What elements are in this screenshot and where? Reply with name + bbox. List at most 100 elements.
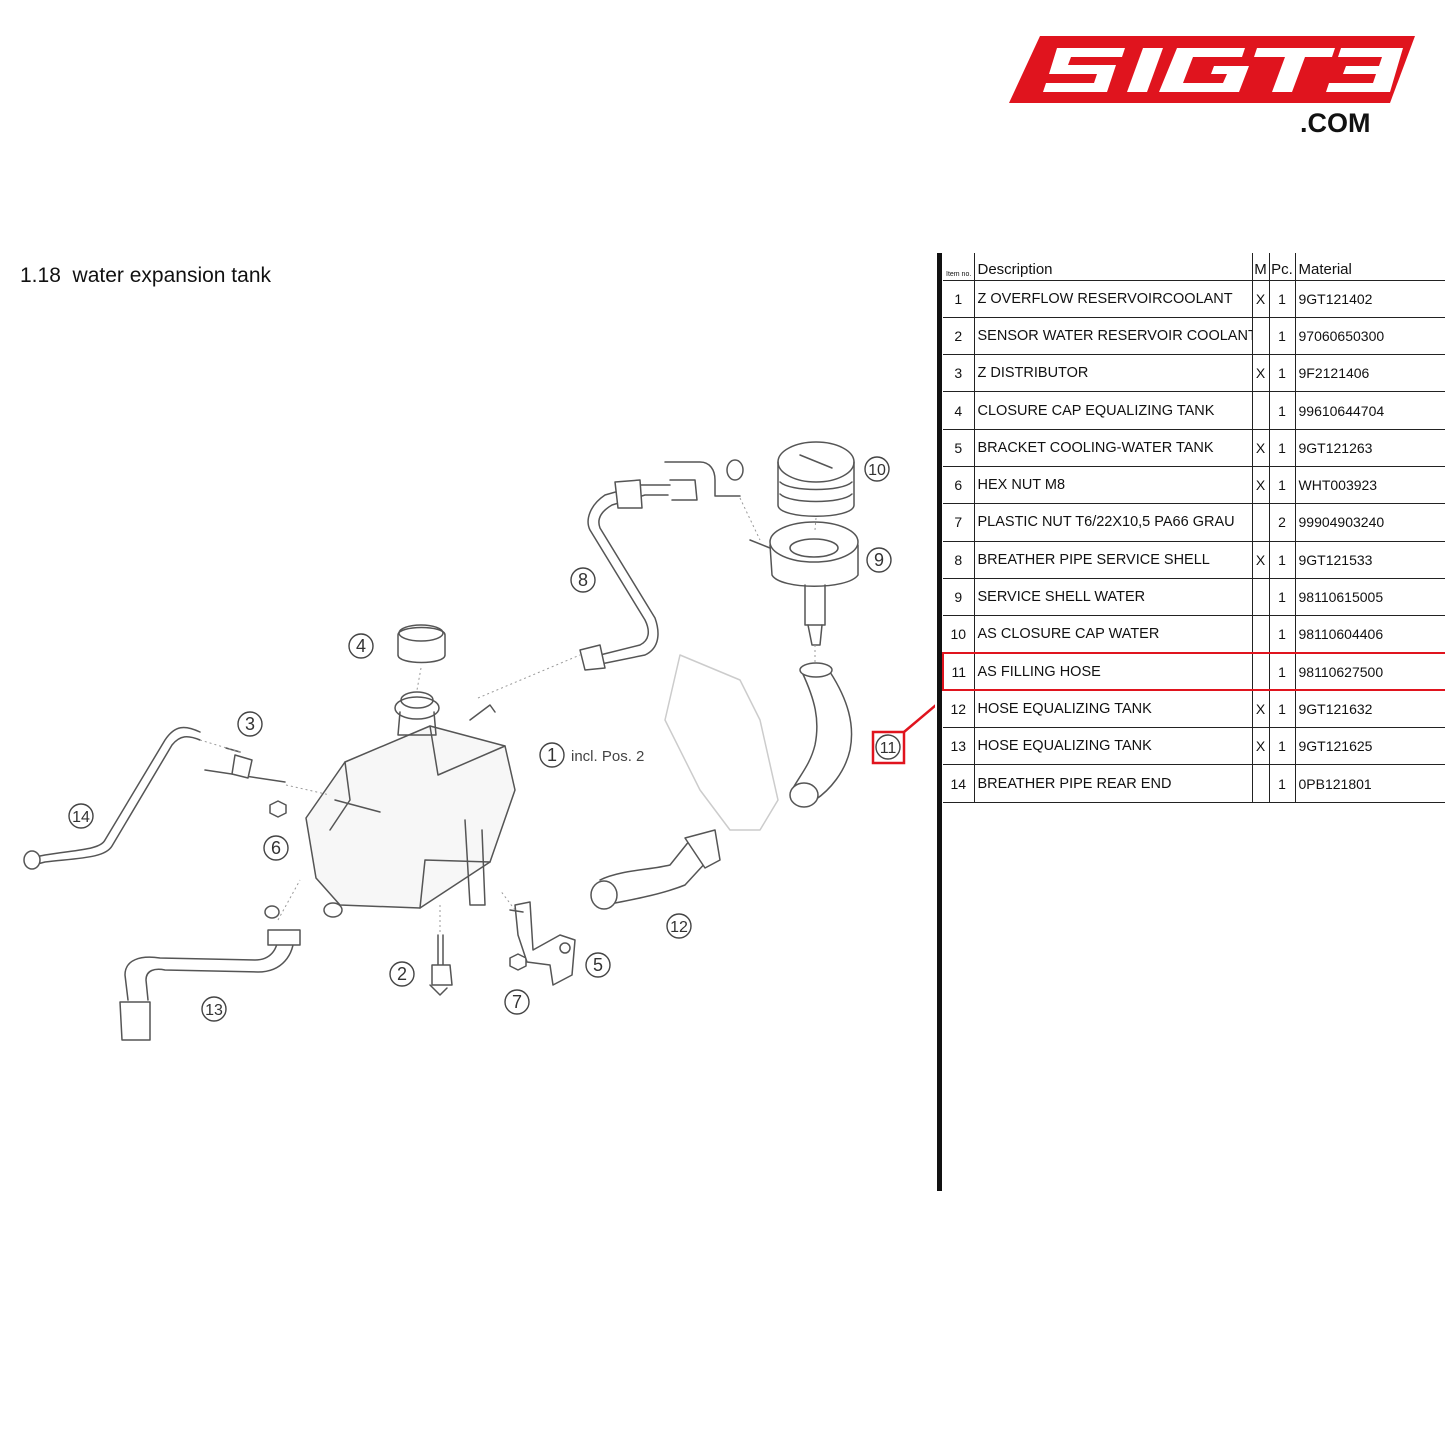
- cell-description: AS FILLING HOSE: [973, 651, 1252, 692]
- cell-m: X: [1251, 541, 1269, 579]
- cell-material: 99904903240: [1294, 503, 1445, 542]
- logo-domain-suffix: .COM: [1300, 108, 1371, 138]
- callout-8: 8: [578, 570, 588, 590]
- cell-item: 12: [943, 690, 974, 729]
- cell-description: SENSOR WATER RESERVOIR COOLANT: [973, 317, 1252, 356]
- section-number: 1.18: [20, 264, 61, 287]
- cell-material: 9GT121263: [1294, 429, 1445, 467]
- cell-pc: 1: [1268, 727, 1295, 766]
- bracket-drawing: [509, 901, 576, 986]
- table-header-row: Item no. Description M Pc. Material: [943, 253, 1445, 281]
- exploded-parts-diagram: 1 2 3 4 5 6 7 8 9 10 11 12 13 14 incl. P…: [23, 441, 935, 1041]
- cell-description: BREATHER PIPE SERVICE SHELL: [973, 541, 1252, 579]
- cell-description: SERVICE SHELL WATER: [973, 578, 1252, 617]
- cell-material: 0PB121801: [1294, 764, 1445, 803]
- cell-item: 14: [943, 764, 974, 803]
- cell-description: AS CLOSURE CAP WATER: [973, 615, 1252, 654]
- cell-description: CLOSURE CAP EQUALIZING TANK: [973, 391, 1252, 430]
- cell-pc: 1: [1268, 615, 1295, 654]
- nut-drawing: [269, 800, 287, 818]
- cell-pc: 1: [1268, 391, 1295, 430]
- cell-pc: 1: [1268, 690, 1295, 729]
- cell-m: X: [1251, 690, 1269, 729]
- cell-description: BREATHER PIPE REAR END: [973, 764, 1252, 803]
- callout-1-note: incl. Pos. 2: [571, 748, 644, 765]
- callout-1: 1: [547, 745, 557, 765]
- cell-description: HOSE EQUALIZING TANK: [973, 727, 1252, 766]
- cell-m: [1251, 391, 1269, 430]
- cell-material: 98110615005: [1294, 578, 1445, 617]
- cell-item: 13: [943, 727, 974, 766]
- cell-item: 3: [943, 354, 974, 393]
- cell-m: [1251, 764, 1269, 803]
- cell-description: HEX NUT M8: [973, 466, 1252, 505]
- cell-pc: 1: [1268, 764, 1295, 803]
- cell-pc: 1: [1268, 317, 1295, 356]
- cell-material: 9F2121406: [1294, 354, 1445, 393]
- cell-m: [1251, 578, 1269, 617]
- highlight-connector-line: [903, 704, 935, 733]
- cell-material: 98110627500: [1294, 651, 1445, 692]
- closure-cap-drawing: [777, 441, 855, 517]
- header-description: Description: [973, 253, 1252, 281]
- cell-pc: 1: [1268, 541, 1295, 579]
- cell-item: 8: [943, 541, 974, 579]
- cell-description: PLASTIC NUT T6/22X10,5 PA66 GRAU: [973, 503, 1252, 542]
- cell-item: 4: [943, 391, 974, 430]
- cell-material: 97060650300: [1294, 317, 1445, 356]
- section-name: water expansion tank: [72, 264, 272, 287]
- cell-item: 9: [943, 578, 974, 617]
- callout-5: 5: [593, 955, 603, 975]
- cell-description: BRACKET COOLING-WATER TANK: [973, 429, 1252, 467]
- cell-item: 7: [943, 503, 974, 542]
- cell-item: 6: [943, 466, 974, 505]
- breather-pipe-service-drawing: [579, 459, 744, 671]
- brand-logo: [1009, 36, 1415, 103]
- cell-m: [1251, 615, 1269, 654]
- distributor-drawing: [204, 747, 286, 783]
- callout-11: 11: [880, 740, 897, 757]
- cell-m: X: [1251, 727, 1269, 766]
- cell-material: 98110604406: [1294, 615, 1445, 654]
- breather-pipe-rear-drawing: [23, 726, 201, 870]
- cap-drawing: [397, 624, 446, 664]
- service-shell-drawing: [749, 521, 859, 646]
- table-left-rule: [937, 253, 942, 1191]
- cell-item: 2: [943, 317, 974, 356]
- cell-m: [1251, 503, 1269, 542]
- callout-7: 7: [512, 992, 522, 1012]
- reservoir-tank-drawing: [305, 691, 516, 918]
- callout-9: 9: [874, 550, 884, 570]
- cell-pc: 2: [1268, 503, 1295, 542]
- parts-table: Item no. Description M Pc. Material 1 Z O…: [942, 253, 1445, 803]
- callout-4: 4: [356, 636, 366, 656]
- callout-13: 13: [205, 1002, 223, 1019]
- cell-description: HOSE EQUALIZING TANK: [973, 690, 1252, 729]
- callout-10: 10: [868, 462, 886, 479]
- cell-pc: 1: [1268, 429, 1295, 467]
- hose-equalizing-12-drawing: [590, 829, 721, 910]
- cell-m: [1251, 317, 1269, 356]
- cell-description: Z OVERFLOW RESERVOIRCOOLANT: [973, 280, 1252, 318]
- filling-hose-drawing: [789, 662, 853, 808]
- callout-14: 14: [72, 809, 90, 826]
- cell-description: Z DISTRIBUTOR: [973, 354, 1252, 393]
- header-m: M: [1251, 253, 1269, 281]
- cell-m: X: [1251, 280, 1269, 318]
- cell-pc: 1: [1268, 280, 1295, 318]
- callout-3: 3: [245, 714, 255, 734]
